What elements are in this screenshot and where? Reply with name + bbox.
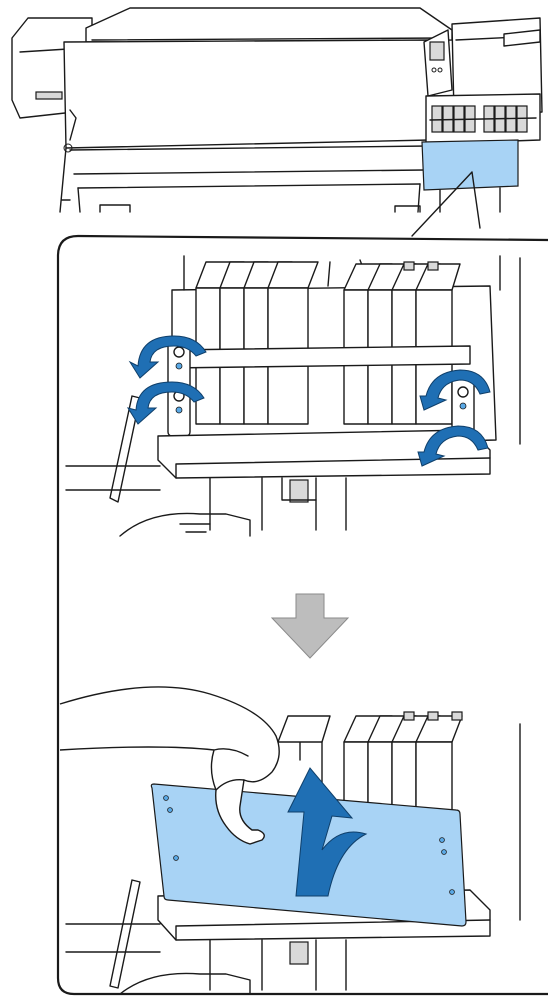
down-arrow-icon <box>272 594 348 658</box>
step-1-remove-screws <box>66 256 520 536</box>
step-2-remove-cover <box>60 687 520 994</box>
ink-slot-cover-highlight <box>422 140 518 190</box>
